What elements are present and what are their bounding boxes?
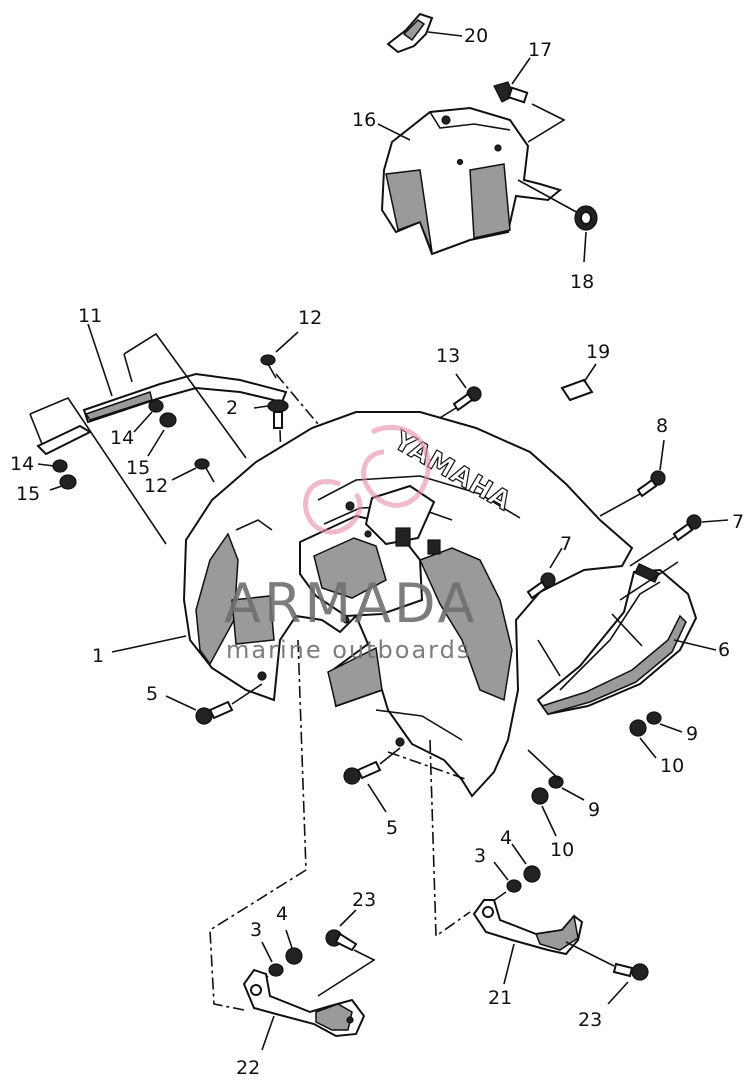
callout-7-right: 7 (732, 511, 744, 533)
callout-8: 8 (656, 415, 668, 437)
watermark-tagline: marine outboards (226, 636, 471, 664)
part-21-bracket (472, 899, 615, 985)
part-3-4-fasteners-upper (485, 843, 541, 907)
callout-10-center: 10 (550, 839, 574, 861)
callout-14-lower: 14 (10, 453, 34, 475)
callout-21: 21 (488, 987, 512, 1009)
callout-7-center: 7 (560, 533, 572, 555)
callout-16: 16 (352, 109, 376, 131)
callout-10-right: 10 (660, 755, 684, 777)
part-7-screws (526, 514, 729, 600)
part-1-lower-cowling (111, 411, 634, 798)
callout-23-lower: 23 (578, 1009, 602, 1031)
watermark-emblem-icon (303, 425, 431, 535)
part-14-15-fasteners-left (37, 399, 177, 491)
callout-14-upper: 14 (110, 427, 134, 449)
armada-watermark: ARMADA marine outboards (224, 425, 478, 664)
callout-12-top: 12 (298, 307, 322, 329)
part-18-nut (574, 205, 598, 263)
callout-20: 20 (464, 25, 488, 47)
assembly-lines (209, 639, 471, 1011)
callout-3-upper: 3 (474, 845, 486, 867)
callout-9-center: 9 (588, 799, 600, 821)
callout-1: 1 (92, 645, 104, 667)
callout-6: 6 (718, 639, 730, 661)
part-12-screws (171, 331, 319, 483)
part-19-pad (560, 363, 597, 402)
watermark-brand: ARMADA (224, 572, 478, 635)
callout-19: 19 (586, 341, 610, 363)
callout-4-lower: 4 (276, 903, 288, 925)
part-6-apron (536, 561, 717, 716)
callout-18: 18 (570, 271, 594, 293)
callout-5-left: 5 (146, 683, 158, 705)
callout-15-upper: 15 (126, 457, 150, 479)
callout-22: 22 (236, 1057, 260, 1079)
part-16-bracket (377, 103, 581, 256)
callout-13: 13 (436, 345, 460, 367)
callout-15-lower: 15 (16, 483, 40, 505)
callout-numbers: 20 17 16 18 11 12 13 19 2 14 8 15 12 14 … (10, 25, 744, 1079)
part-22-bracket (242, 968, 366, 1051)
callout-5-center: 5 (386, 817, 398, 839)
callout-17: 17 (528, 39, 552, 61)
part-8-screw (599, 439, 666, 517)
callout-11: 11 (78, 305, 102, 327)
callout-23-upper: 23 (352, 889, 376, 911)
part-17-bolt (493, 57, 531, 104)
callout-3-lower: 3 (250, 919, 262, 941)
part-9-10-fasteners-right (527, 711, 683, 837)
callout-4-upper: 4 (500, 827, 512, 849)
part-23-bolts (317, 909, 649, 1005)
part-20-clip (386, 12, 463, 54)
callout-9-right: 9 (686, 723, 698, 745)
part-11-seal-strips (29, 323, 288, 545)
callout-2: 2 (226, 397, 238, 419)
part-5-bolts (165, 683, 401, 813)
callout-12-lower: 12 (144, 475, 168, 497)
